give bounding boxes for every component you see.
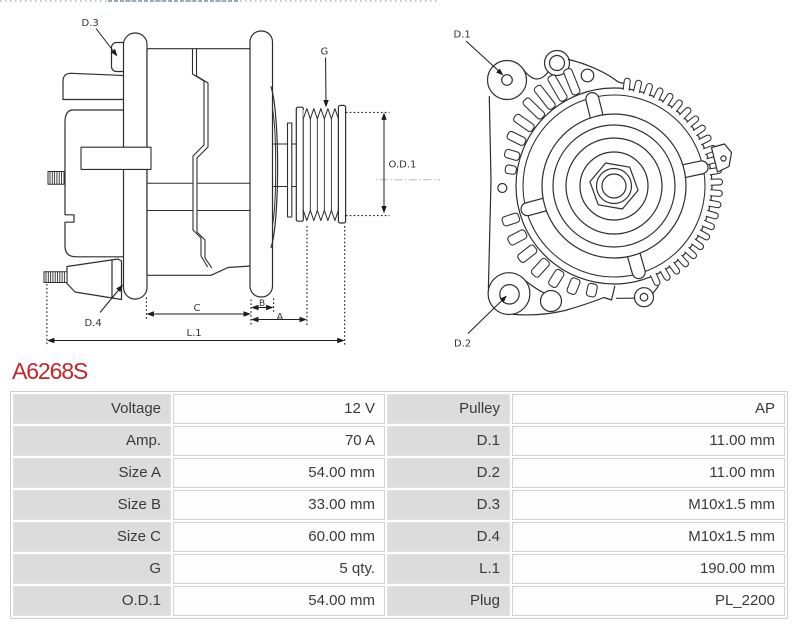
- alternator-side-view: [43, 30, 347, 301]
- pulley-rib-body: [303, 110, 339, 210]
- spec-cell-l2-4: D.4: [387, 522, 510, 552]
- dimension-annotations: [46, 28, 507, 346]
- spec-cell-l2-3: D.3: [387, 490, 510, 520]
- spec-cell-v1-0: 12 V: [173, 394, 385, 424]
- nose-cone-inner: [271, 107, 277, 227]
- pulley-rim: [552, 124, 676, 248]
- spec-cell-v1-2: 54.00 mm: [173, 458, 385, 488]
- spec-cell-l1-3: Size B: [13, 490, 171, 520]
- spec-cell-l1-5: G: [13, 554, 171, 584]
- web-top-saddle: [523, 69, 549, 80]
- spec-cell-l1-2: Size A: [13, 458, 171, 488]
- spec-cell-v2-0: AP: [512, 394, 785, 424]
- label-g: G: [321, 46, 329, 57]
- label-d3: D.3: [82, 18, 99, 29]
- spec-cell-v1-6: 54.00 mm: [173, 586, 385, 616]
- bottom-boss-merge: [652, 285, 659, 295]
- spec-cell-l2-2: D.2: [387, 458, 510, 488]
- label-b: B: [259, 299, 265, 309]
- hole-top-left-lug: [501, 74, 513, 86]
- vent-slats: [501, 67, 598, 298]
- web-top-right: [567, 58, 627, 84]
- front-lug-top-center: [543, 49, 571, 77]
- body-rim-circle: [522, 94, 706, 278]
- spec-cell-l2-1: D.1: [387, 426, 510, 456]
- pulley: [295, 104, 347, 224]
- housing-seam: [191, 48, 213, 269]
- label-c: C: [194, 303, 201, 314]
- hole-top-center-lug: [548, 54, 566, 72]
- spec-cell-v2-2: 11.00 mm: [512, 458, 785, 488]
- leader-d1: [465, 40, 502, 74]
- leader-d2: [467, 298, 505, 334]
- part-number-title: A6268S: [12, 358, 88, 384]
- pulley-right-flange: [337, 104, 347, 224]
- shaft-nut-hex: [589, 162, 639, 210]
- web-lug-bump-saddle: [524, 279, 545, 294]
- spec-cell-v2-1: 11.00 mm: [512, 426, 785, 456]
- front-lug-bottom-center: [539, 289, 563, 313]
- alternator-front-view: [486, 49, 733, 316]
- label-od1: O.D.1: [389, 160, 417, 171]
- pulley-face: [565, 137, 663, 235]
- web-left-edge: [487, 95, 492, 289]
- spec-cell-v1-1: 70 A: [173, 426, 385, 456]
- spec-cell-v2-5: 190.00 mm: [512, 554, 785, 584]
- leader-d3: [95, 28, 117, 55]
- spec-cell-l2-0: Pulley: [387, 394, 510, 424]
- right-tab-hole: [720, 155, 727, 162]
- spec-cell-v2-6: PL_2200: [512, 586, 785, 616]
- nose-cone: [270, 86, 279, 249]
- spec-cell-l1-0: Voltage: [13, 394, 171, 424]
- main-body: [146, 48, 252, 276]
- upper-stud: [47, 171, 65, 185]
- label-d4: D.4: [85, 318, 102, 329]
- spec-cell-v1-4: 60.00 mm: [173, 522, 385, 552]
- rear-cover-hump: [62, 72, 136, 101]
- bottom-boss-hole: [639, 292, 649, 302]
- spec-cell-v2-4: M10x1.5 mm: [512, 522, 785, 552]
- shaft-washer: [286, 122, 293, 218]
- web-bottom-skirt: [512, 285, 616, 316]
- hole-left-web: [497, 182, 508, 194]
- leader-d4: [99, 286, 122, 313]
- spec-cell-v2-3: M10x1.5 mm: [512, 490, 785, 520]
- bottom-boss: [615, 285, 659, 308]
- spec-cell-l2-5: L.1: [387, 554, 510, 584]
- spec-cell-v1-5: 5 qty.: [173, 554, 385, 584]
- technical-drawing: D.3 G O.D.1 D.4 C B A L.1 D.1 D.2: [43, 18, 733, 350]
- terminal-block: [80, 146, 152, 170]
- bottom-boss-circle: [633, 287, 655, 308]
- lower-stud: [43, 271, 68, 283]
- spec-cell-l1-6: O.D.1: [13, 586, 171, 616]
- pulley-left-flange: [295, 106, 304, 222]
- hole-bottom-left-lug: [499, 283, 520, 305]
- hole-top-web: [580, 68, 595, 83]
- spec-cell-v1-3: 33.00 mm: [173, 490, 385, 520]
- label-d2: D.2: [454, 339, 471, 350]
- lower-foot: [66, 258, 123, 301]
- top-edge-dotted-artifact-dense: [108, 0, 238, 2]
- spec-cell-l1-4: Size C: [13, 522, 171, 552]
- spec-cell-l2-6: Plug: [387, 586, 510, 616]
- shaft-hole: [601, 173, 627, 199]
- label-l1: L.1: [187, 328, 202, 339]
- nut-washer: [595, 167, 633, 205]
- label-d1: D.1: [454, 30, 471, 41]
- front-bracket-ear: [249, 30, 274, 298]
- label-a: A: [277, 312, 284, 323]
- spec-cell-l1-1: Amp.: [13, 426, 171, 456]
